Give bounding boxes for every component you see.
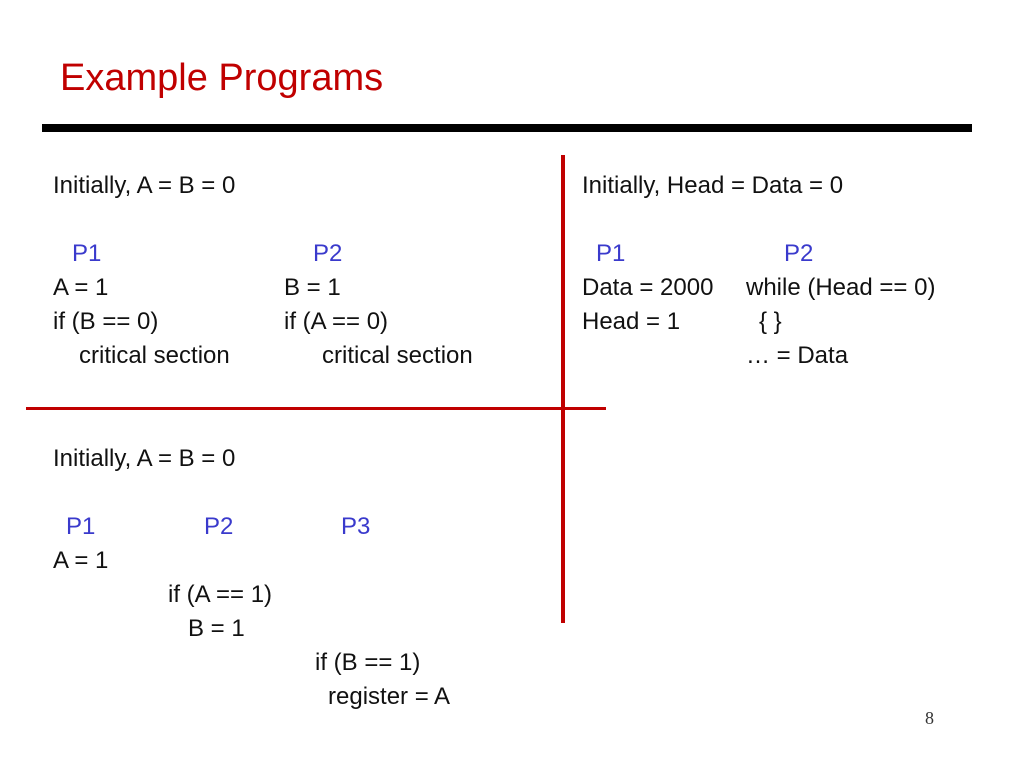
example-3-p3-label: P3 (341, 513, 371, 540)
example-1-p2-line: if (A == 0) (284, 308, 389, 335)
example-2-p2-line: while (Head == 0) (746, 274, 936, 301)
example-1-p2-line: B = 1 (284, 274, 341, 301)
example-3-p3-line: if (B == 1) (315, 649, 421, 676)
example-2-p2-line: { } (759, 308, 782, 335)
example-3-p2-label: P2 (204, 513, 234, 540)
example-3-p3-line: register = A (328, 683, 451, 710)
example-2-p2-line: … = Data (746, 342, 849, 369)
example-2-p1-line: Head = 1 (582, 308, 681, 335)
title-underline (42, 124, 972, 132)
example-1-p1-label: P1 (72, 240, 102, 267)
example-3-initial-condition: Initially, A = B = 0 (53, 445, 236, 472)
example-2-p2-label: P2 (784, 240, 814, 267)
horizontal-divider (26, 407, 606, 410)
vertical-divider (561, 155, 565, 623)
example-1-initial-condition: Initially, A = B = 0 (53, 172, 236, 199)
slide-title: Example Programs (60, 57, 384, 99)
example-1-p2-label: P2 (313, 240, 343, 267)
example-1-p2-line: critical section (322, 342, 473, 369)
example-2-p1-label: P1 (596, 240, 626, 267)
example-1-p1-line: if (B == 0) (53, 308, 159, 335)
example-1-p1-line: critical section (79, 342, 230, 369)
example-3-p1-label: P1 (66, 513, 96, 540)
example-1-p1-line: A = 1 (53, 274, 109, 301)
example-2-p1-line: Data = 2000 (582, 274, 714, 301)
example-3-p2-line: if (A == 1) (168, 581, 273, 608)
example-2-initial-condition: Initially, Head = Data = 0 (582, 172, 844, 199)
example-3-p2-line: B = 1 (188, 615, 245, 642)
example-3-p1-line: A = 1 (53, 547, 109, 574)
page-number: 8 (925, 708, 934, 728)
